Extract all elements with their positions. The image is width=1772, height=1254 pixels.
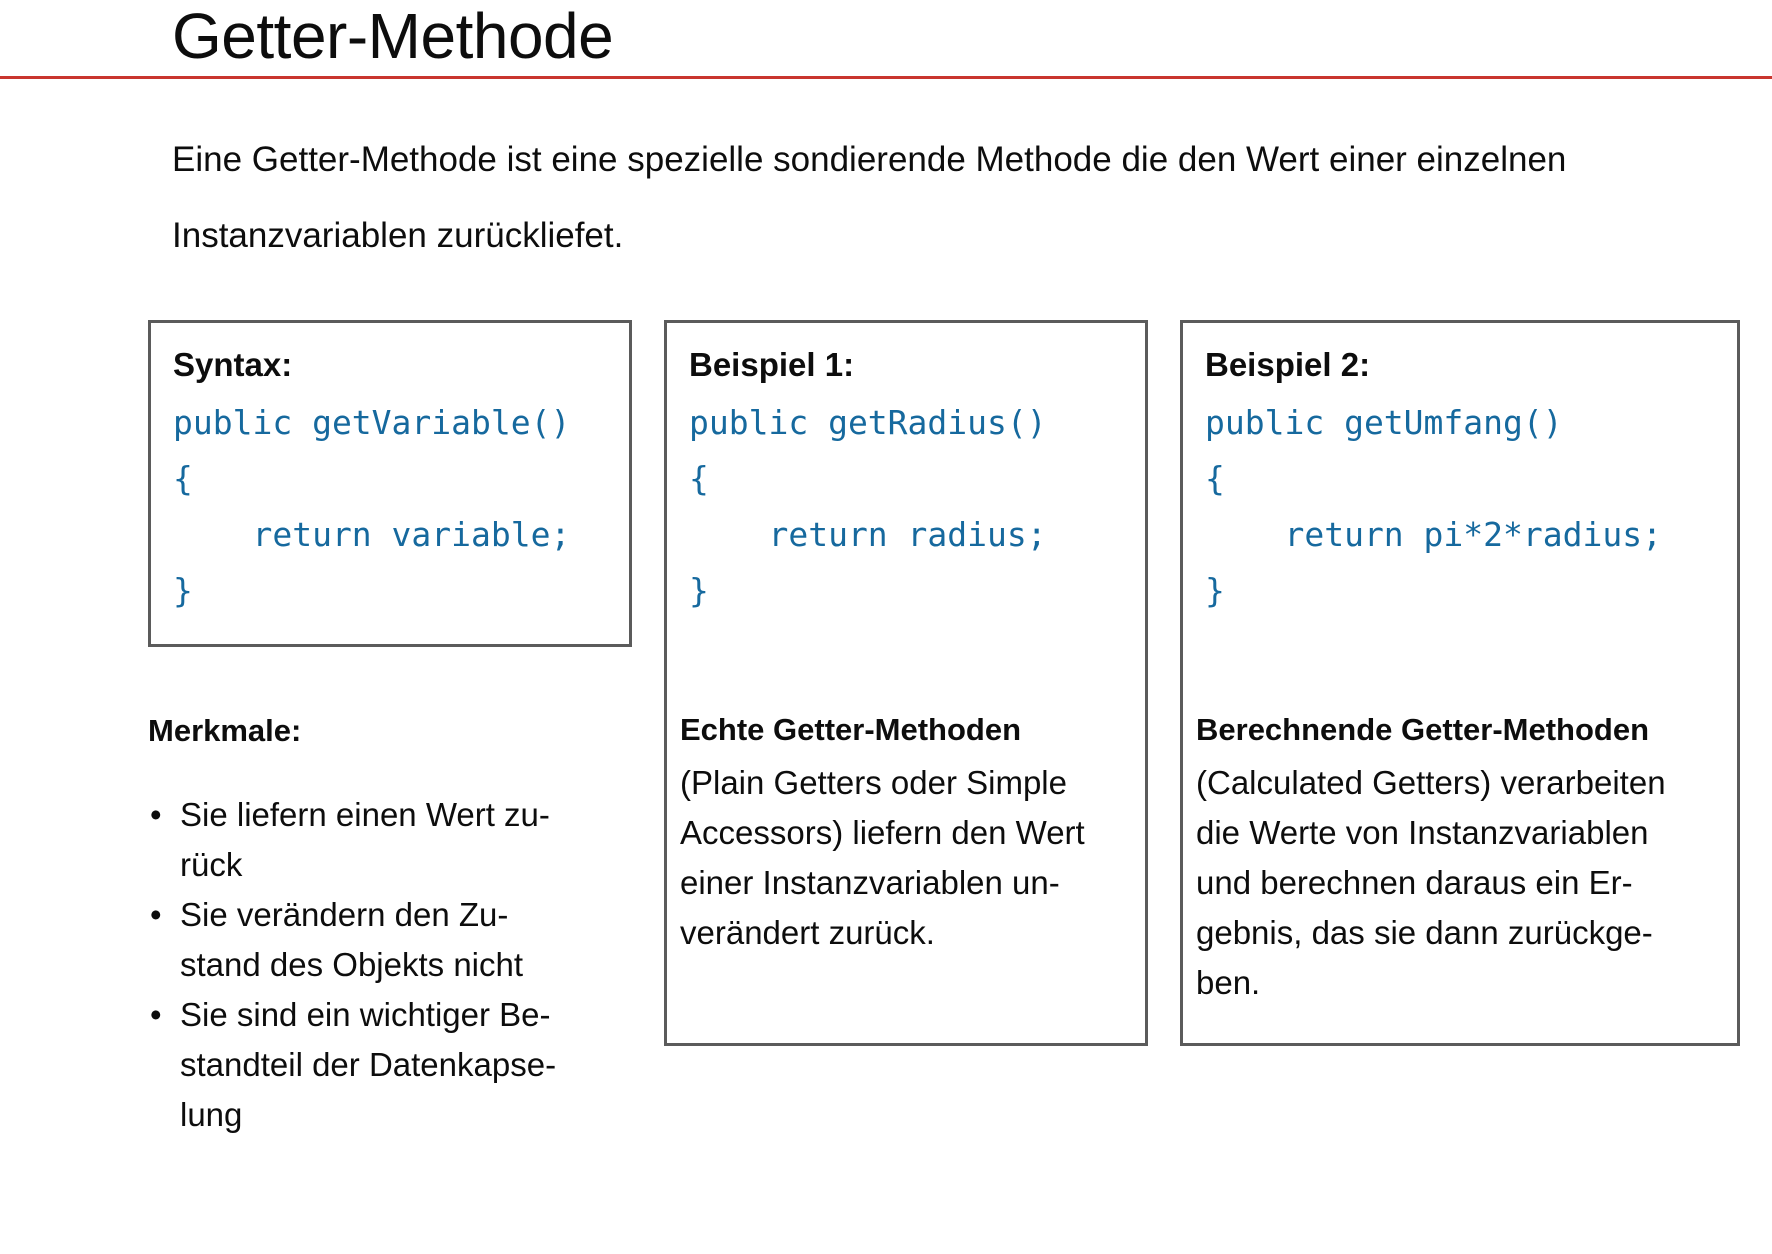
beispiel-1-code-box: Beispiel 1: public getRadius() { return … <box>664 320 1148 1046</box>
list-item: Sie sind ein wichtiger Be- standteil der… <box>148 990 618 1140</box>
intro-paragraph: Eine Getter-Methode ist eine spezielle s… <box>172 140 1567 255</box>
berechnende-getter-body: (Calculated Getters) verarbeiten die Wer… <box>1196 764 1666 1001</box>
echte-getter-description: Echte Getter-Methoden (Plain Getters ode… <box>680 705 1130 958</box>
page-title: Getter-Methode <box>172 0 614 72</box>
echte-getter-body: (Plain Getters oder Simple Accessors) li… <box>680 764 1085 951</box>
syntax-heading: Syntax: <box>173 346 293 383</box>
echte-getter-title: Echte Getter-Methoden <box>680 712 1022 747</box>
beispiel-1-heading: Beispiel 1: <box>689 346 855 383</box>
beispiel-2-code-snippet: public getUmfang() { return pi*2*radius;… <box>1205 403 1662 610</box>
title-divider <box>0 76 1772 79</box>
berechnende-getter-description: Berechnende Getter-Methoden (Calculated … <box>1196 705 1756 1008</box>
beispiel-1-code-snippet: public getRadius() { return radius; } <box>689 403 1047 610</box>
merkmale-heading: Merkmale: <box>148 713 302 748</box>
beispiel-2-heading: Beispiel 2: <box>1205 346 1371 383</box>
syntax-code-box: Syntax: public getVariable() { return va… <box>148 320 632 647</box>
syntax-code-snippet: public getVariable() { return variable; … <box>173 403 571 610</box>
list-item: Sie verändern den Zu- stand des Objekts … <box>148 890 618 990</box>
beispiel-2-code-box: Beispiel 2: public getUmfang() { return … <box>1180 320 1740 1046</box>
merkmale-bullet-list: Sie liefern einen Wert zu- rück Sie verä… <box>148 790 618 1140</box>
berechnende-getter-title: Berechnende Getter-Methoden <box>1196 712 1650 747</box>
list-item: Sie liefern einen Wert zu- rück <box>148 790 618 890</box>
